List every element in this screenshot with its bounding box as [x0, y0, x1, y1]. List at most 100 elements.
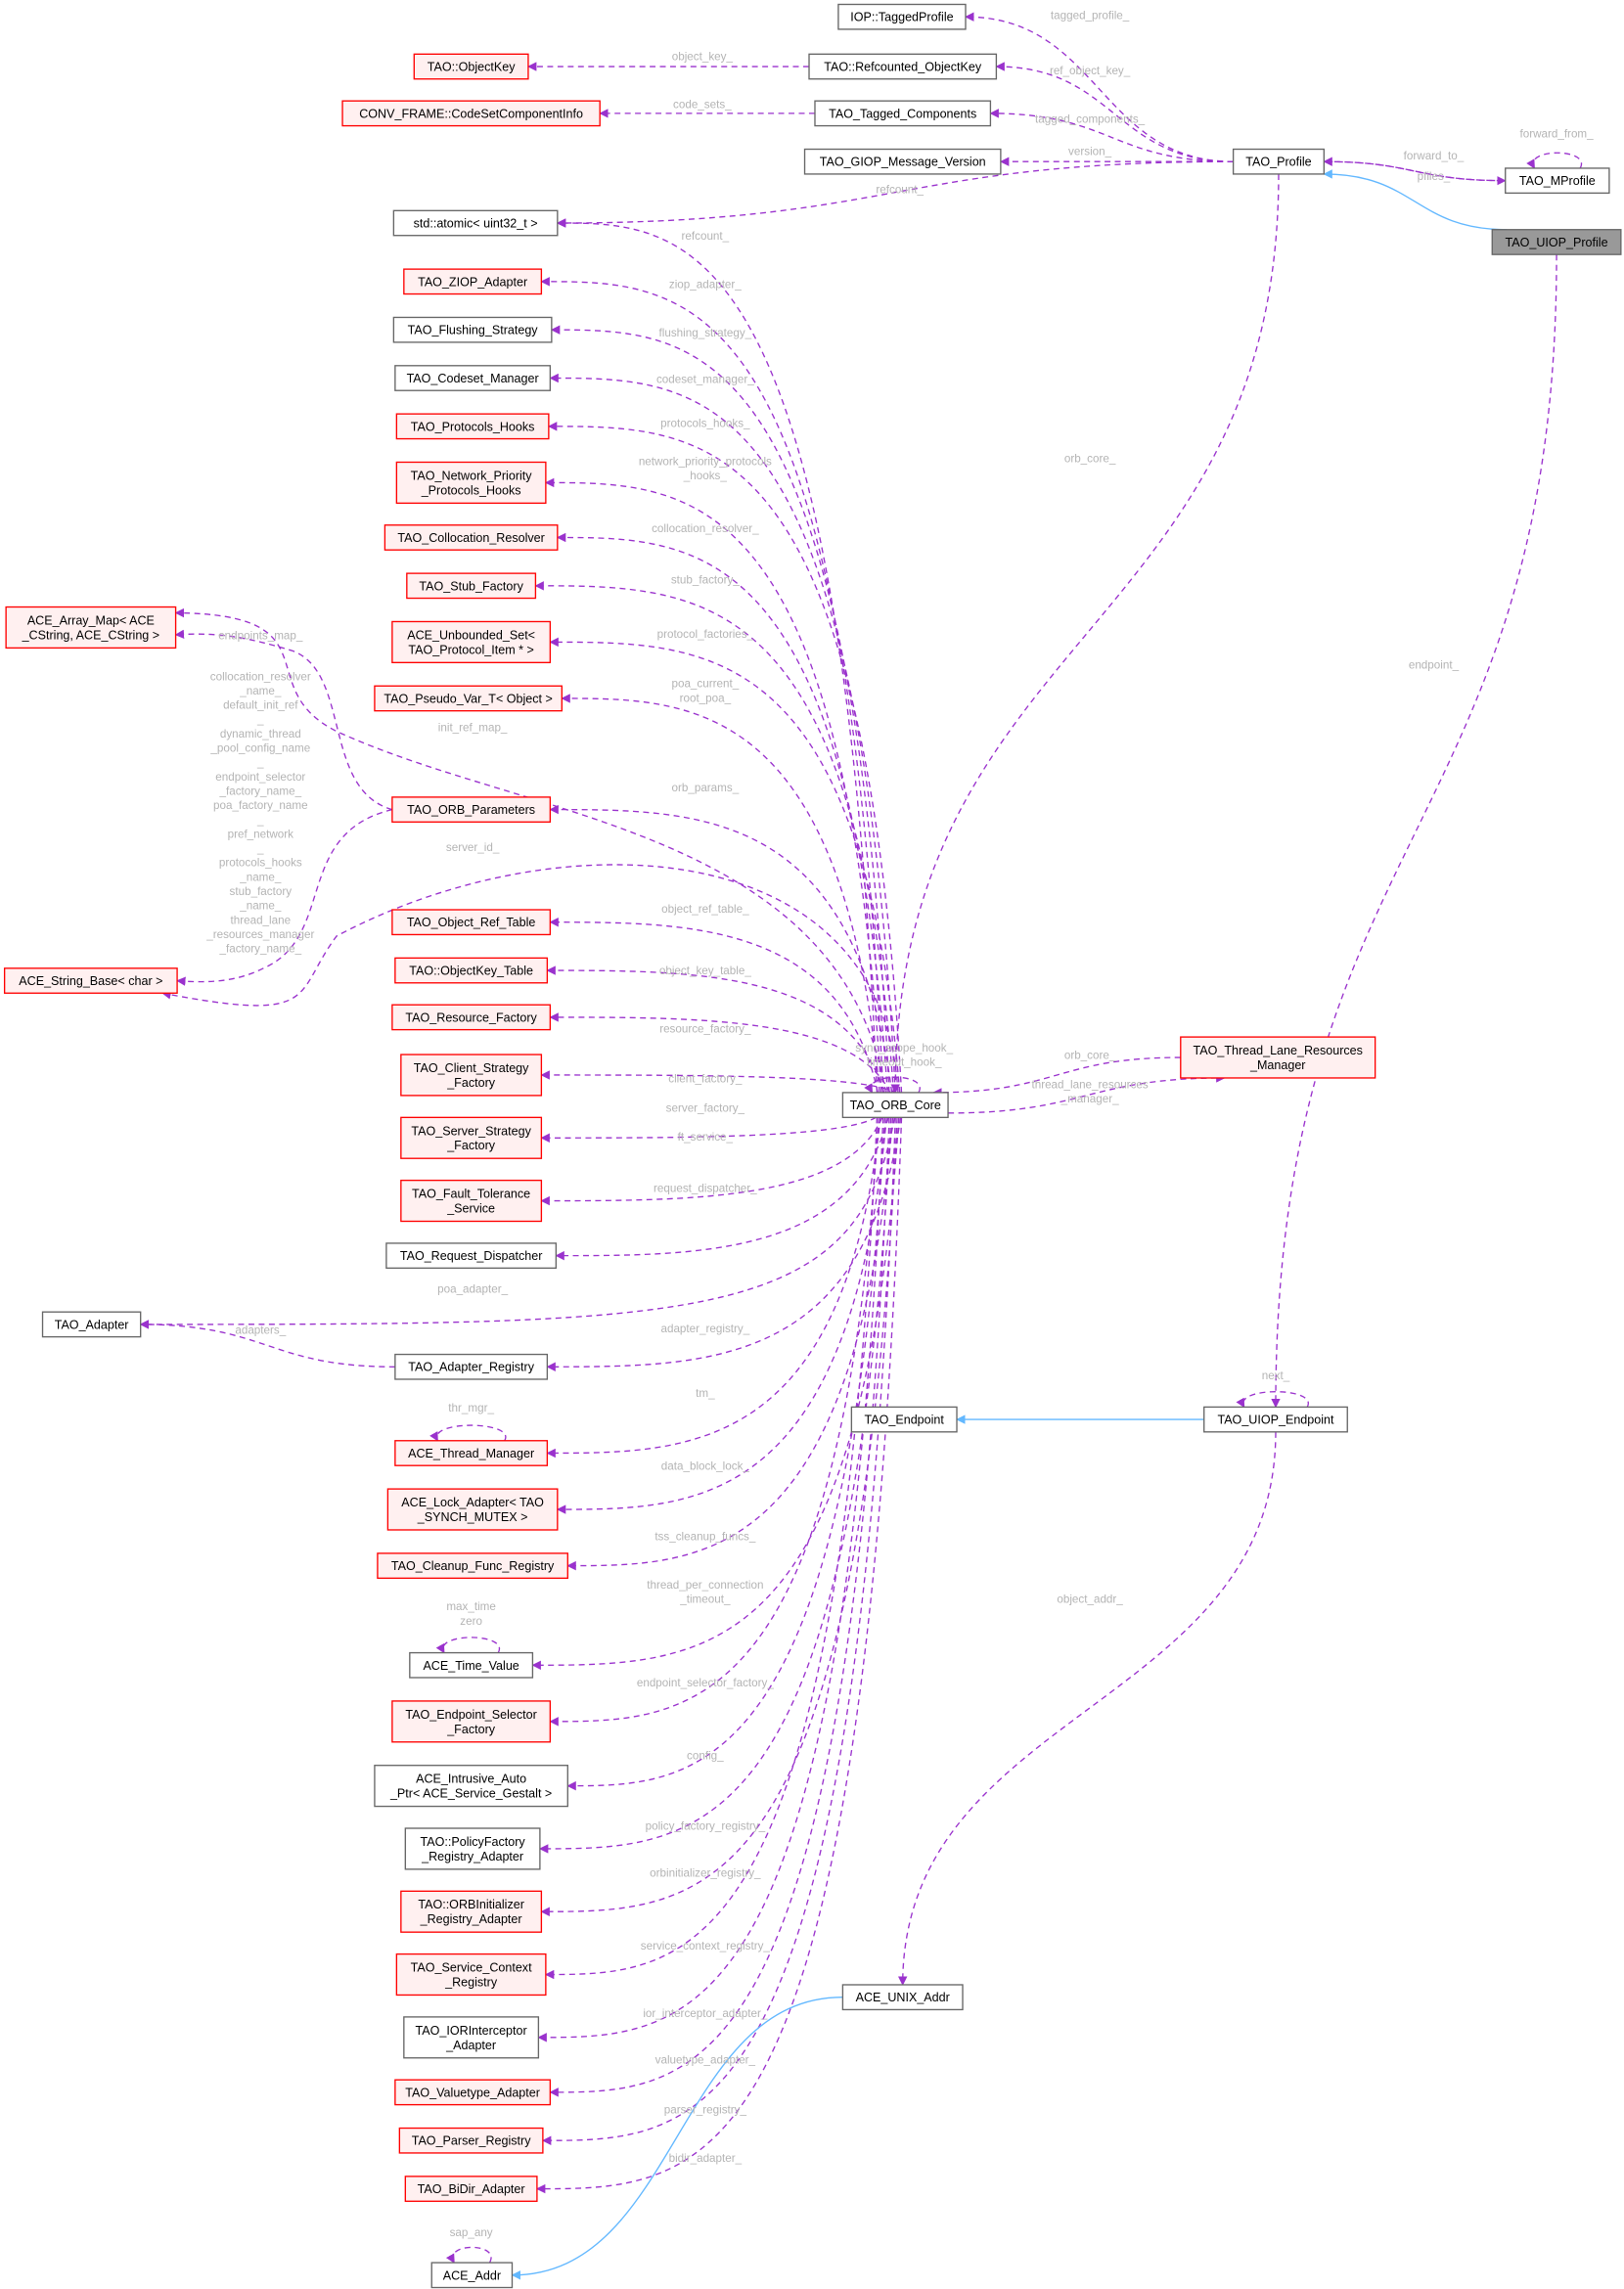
class-node-bidir[interactable]: TAO_BiDir_Adapter [404, 2176, 538, 2202]
class-name: TAO_Valuetype_Adapter [405, 2086, 540, 2099]
class-node-okey[interactable]: TAO::ObjectKey [413, 53, 529, 80]
edge-label: service_context_registry_ [641, 1940, 771, 1952]
class-node-mprofile[interactable]: TAO_MProfile [1505, 167, 1610, 195]
class-name: _Protocols_Hooks [421, 483, 521, 497]
class-node-giop[interactable]: TAO_GIOP_Message_Version [803, 148, 1002, 175]
class-name: TAO_Request_Dispatcher [400, 1249, 543, 1263]
class-name: IOP::TaggedProfile [850, 11, 953, 24]
class-node-orbinit[interactable]: TAO::ORBInitializer_Registry_Adapter [400, 1890, 543, 1933]
class-node-polfact[interactable]: TAO::PolicyFactory_Registry_Adapter [404, 1827, 541, 1870]
class-name: TAO_Protocol_Item * > [408, 643, 533, 656]
class-node-orbparams[interactable]: TAO_ORB_Parameters [391, 796, 552, 823]
class-node-iorint[interactable]: TAO_IORInterceptor_Adapter [403, 2016, 540, 2059]
class-node-codeset[interactable]: TAO_Codeset_Manager [394, 365, 552, 391]
class-node-lockad[interactable]: ACE_Lock_Adapter< TAO_SYNCH_MUTEX > [386, 1488, 559, 1531]
edge-label: init_ref_map_ [438, 722, 508, 735]
class-box [850, 1406, 958, 1433]
class-node-valuetype[interactable]: TAO_Valuetype_Adapter [394, 2079, 552, 2106]
class-node-tagged[interactable]: TAO_Tagged_Components [814, 100, 992, 127]
edge-label: dynamic_thread [220, 728, 301, 741]
class-name: TAO_Flushing_Strategy [408, 324, 539, 337]
edge-label: flushing_strategy_ [659, 327, 752, 339]
class-node-flush[interactable]: TAO_Flushing_Strategy [392, 316, 553, 343]
class-node-resfact[interactable]: TAO_Resource_Factory [391, 1004, 552, 1031]
member-edge [540, 1117, 898, 1916]
class-box [377, 1552, 568, 1580]
class-node-parser[interactable]: TAO_Parser_Registry [398, 2127, 544, 2154]
class-node-orbcore[interactable]: TAO_ORB_Core [841, 1092, 949, 1119]
member-edge [540, 1070, 897, 1094]
class-node-profile[interactable]: TAO_Profile [1232, 148, 1325, 175]
class-node-phooks[interactable]: TAO_Protocols_Hooks [395, 413, 550, 440]
class-name: TAO_Pseudo_Var_T< Object > [383, 692, 552, 705]
class-name: TAO_Server_Strategy [411, 1124, 531, 1138]
class-node-endpoint[interactable]: TAO_Endpoint [850, 1406, 958, 1433]
member-edge [549, 1117, 890, 2097]
class-node-timeval[interactable]: ACE_Time_Value [409, 1651, 534, 1679]
class-node-refokey[interactable]: TAO::Refcounted_ObjectKey [808, 53, 998, 80]
class-node-unixaddr[interactable]: ACE_UNIX_Addr [841, 1984, 964, 2011]
class-node-reqdisp[interactable]: TAO_Request_Dispatcher [385, 1242, 558, 1270]
class-node-adapter[interactable]: TAO_Adapter [41, 1311, 142, 1338]
class-name: std::atomic< uint32_t > [414, 217, 538, 231]
edge-label: thr_mgr_ [448, 1402, 494, 1414]
class-node-ft[interactable]: TAO_Fault_Tolerance_Service [400, 1179, 543, 1223]
class-node-svcctx[interactable]: TAO_Service_Context_Registry [395, 1952, 547, 1997]
member-edge [546, 1117, 902, 1371]
edge-label: tagged_profile_ [1051, 9, 1130, 22]
edge-label: server_id_ [446, 841, 500, 854]
edges-layer [139, 12, 1583, 2280]
edge-label: zero [460, 1615, 482, 1628]
class-node-pseudo[interactable]: TAO_Pseudo_Var_T< Object > [374, 685, 563, 712]
class-node-unbset[interactable]: ACE_Unbounded_Set<TAO_Protocol_Item * > [391, 620, 552, 664]
class-node-intrusive[interactable]: ACE_Intrusive_Auto_Ptr< ACE_Service_Gest… [374, 1765, 568, 1808]
class-node-serverfact[interactable]: TAO_Server_Strategy_Factory [400, 1116, 543, 1159]
member-edge [540, 277, 884, 1093]
member-edge [556, 532, 888, 1093]
class-node-okeytable[interactable]: TAO::ObjectKey_Table [394, 957, 549, 984]
class-name: ACE_UNIX_Addr [856, 1991, 950, 2004]
class-node-ziop[interactable]: TAO_ZIOP_Adapter [403, 268, 543, 295]
class-box [374, 685, 563, 712]
edge-label: orb_core_ [1064, 452, 1116, 465]
class-name: TAO_ORB_Core [850, 1099, 941, 1112]
class-node-strbase[interactable]: ACE_String_Base< char > [3, 967, 178, 994]
member-edge [546, 965, 885, 1094]
class-node-adreg[interactable]: TAO_Adapter_Registry [394, 1353, 549, 1380]
class-node-epsel[interactable]: TAO_Endpoint_Selector_Factory [391, 1700, 552, 1743]
edge-label: object_key_table_ [659, 965, 751, 977]
class-node-arraymap[interactable]: ACE_Array_Map< ACE_CString, ACE_CString … [5, 606, 177, 650]
class-node-conv[interactable]: CONV_FRAME::CodeSetComponentInfo [341, 100, 601, 127]
class-node-tlrm[interactable]: TAO_Thread_Lane_Resources_Manager [1180, 1036, 1376, 1079]
edge-label: codeset_manager_ [656, 374, 754, 386]
class-node-stub[interactable]: TAO_Stub_Factory [406, 572, 537, 600]
class-node-colloc[interactable]: TAO_Collocation_Resolver [383, 524, 559, 551]
class-box [398, 2127, 544, 2154]
class-box [814, 100, 992, 127]
class-node-cleanup[interactable]: TAO_Cleanup_Func_Registry [377, 1552, 568, 1580]
class-name: TAO_GIOP_Message_Version [820, 156, 986, 169]
class-node-uiopep[interactable]: TAO_UIOP_Endpoint [1203, 1406, 1348, 1433]
class-name: ACE_Lock_Adapter< TAO [401, 1496, 544, 1509]
class-box [400, 1179, 543, 1223]
class-node-iop[interactable]: IOP::TaggedProfile [837, 3, 967, 30]
class-box [808, 53, 998, 80]
class-name: _SYNCH_MUTEX > [417, 1510, 528, 1524]
class-box [1491, 229, 1622, 255]
class-node-atomic[interactable]: std::atomic< uint32_t > [392, 209, 559, 237]
class-node-netprio[interactable]: TAO_Network_Priority_Protocols_Hooks [395, 461, 547, 505]
class-box [403, 2016, 540, 2059]
member-edge [995, 62, 1234, 162]
class-node-clientfact[interactable]: TAO_Client_Strategy_Factory [400, 1054, 543, 1097]
class-name: TAO::PolicyFactory [421, 1835, 526, 1849]
class-name: TAO_Endpoint [865, 1414, 945, 1427]
class-name: _Adapter [445, 2039, 496, 2052]
class-node-thrmgr[interactable]: ACE_Thread_Manager [394, 1440, 549, 1466]
class-node-uiopprofile[interactable]: TAO_UIOP_Profile [1491, 229, 1622, 255]
class-name: _Registry_Adapter [420, 1912, 522, 1926]
class-node-addr[interactable]: ACE_Addr [430, 2262, 514, 2289]
class-node-objref[interactable]: TAO_Object_Ref_Table [391, 909, 552, 936]
member-edge [547, 422, 903, 1093]
class-name: ACE_Time_Value [423, 1659, 519, 1673]
class-name: CONV_FRAME::CodeSetComponentInfo [359, 107, 583, 120]
